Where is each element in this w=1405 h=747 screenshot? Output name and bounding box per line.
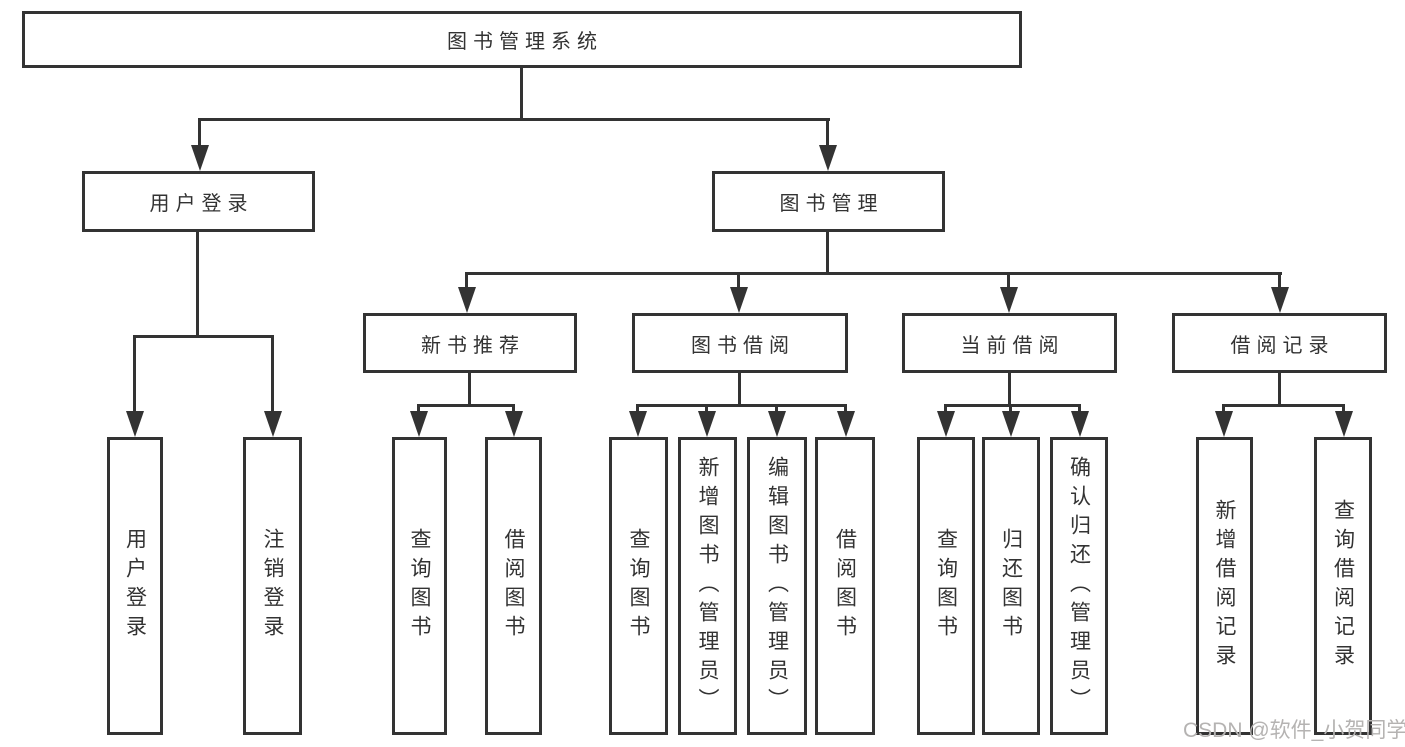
leaf-user-login: 用户登录 [107,437,163,735]
arrow-down-icon [1002,411,1020,437]
leaf-borrow-books-2: 借阅图书 [815,437,875,735]
connector-drop [1278,272,1281,289]
node-label: 归还图书 [999,528,1023,644]
node-user-login-module: 用户登录 [82,171,315,232]
connector-drop [826,118,829,148]
connector-root-stub [520,68,523,121]
node-label: 图书借阅 [691,334,795,357]
node-label: 图书管理系统 [447,31,603,53]
arrow-down-icon [837,411,855,437]
arrow-down-icon [629,411,647,437]
connector-stub [1278,373,1281,407]
connector-drop [512,404,515,413]
arrow-down-icon [191,145,209,171]
node-label: 借阅记录 [1230,334,1335,357]
leaf-logout: 注销登录 [243,437,302,735]
connector-stub [196,232,199,338]
leaf-query-books-3: 查询图书 [917,437,975,735]
connector-stub [468,373,471,407]
connector-level2-rail [465,272,1282,275]
node-label: 当前借阅 [960,334,1065,357]
arrow-down-icon [1335,411,1353,437]
node-label: 新增图书（管理员） [696,455,719,717]
arrow-down-icon [264,411,282,437]
leaf-add-books-admin: 新增图书（管理员） [678,437,737,735]
connector-drop [1007,272,1010,289]
connector-level1-rail [198,118,830,121]
arrow-down-icon [126,411,144,437]
node-label: 查询图书 [934,528,958,644]
node-label: 新增借阅记录 [1213,499,1236,673]
leaf-query-books-2: 查询图书 [609,437,668,735]
arrow-down-icon [1000,287,1018,313]
node-label: 确认归还（管理员） [1067,455,1091,717]
arrow-down-icon [458,287,476,313]
connector-drop [1222,404,1225,413]
leaf-borrow-books-1: 借阅图书 [485,437,542,735]
node-label: 新书推荐 [421,334,525,357]
leaf-query-books-1: 查询图书 [392,437,447,735]
node-borrowing-records: 借阅记录 [1172,313,1387,373]
connector-drop [705,404,708,413]
arrow-down-icon [698,411,716,437]
connector-drop [1009,404,1012,413]
node-label: 用户登录 [149,193,254,215]
node-new-book-recommendation: 新书推荐 [363,313,577,373]
node-label: 编辑图书（管理员） [765,455,789,717]
node-label: 查询图书 [408,528,431,644]
connector-stub [826,232,829,275]
arrow-down-icon [505,411,523,437]
connector-rail [944,404,1081,407]
node-current-borrowing: 当前借阅 [902,313,1117,373]
arrow-down-icon [1215,411,1233,437]
connector-drop [1342,404,1345,413]
leaf-confirm-return-admin: 确认归还（管理员） [1050,437,1108,735]
leaf-edit-books-admin: 编辑图书（管理员） [747,437,807,735]
connector-drop [271,335,274,411]
node-book-borrowing: 图书借阅 [632,313,848,373]
connector-rail [1222,404,1345,407]
arrow-down-icon [1071,411,1089,437]
connector-drop [844,404,847,413]
node-book-management-module: 图书管理 [712,171,945,232]
connector-rail [133,335,274,338]
connector-stub [1008,373,1011,407]
csdn-watermark: CSDN @软件_小贺同学 [1183,719,1405,742]
connector-drop [133,335,136,411]
connector-drop [417,404,420,413]
node-label: 借阅图书 [502,528,525,644]
connector-drop [737,272,740,289]
connector-rail [636,404,847,407]
arrow-down-icon [768,411,786,437]
connector-drop [198,118,201,148]
node-label: 查询图书 [627,528,650,644]
arrow-down-icon [1271,287,1289,313]
arrow-down-icon [937,411,955,437]
leaf-add-borrow-record: 新增借阅记录 [1196,437,1253,735]
node-label: 注销登录 [261,528,284,644]
connector-drop [1078,404,1081,413]
connector-drop [465,272,468,289]
connector-stub [738,373,741,407]
node-label: 用户登录 [123,528,147,644]
leaf-return-books: 归还图书 [982,437,1040,735]
connector-drop [636,404,639,413]
connector-drop [944,404,947,413]
connector-rail [417,404,515,407]
arrow-down-icon [819,145,837,171]
connector-drop [775,404,778,413]
node-label: 图书管理 [779,193,884,215]
node-label: 查询借阅记录 [1331,499,1355,673]
arrow-down-icon [730,287,748,313]
node-root-system: 图书管理系统 [22,11,1022,68]
node-label: 借阅图书 [833,528,857,644]
arrow-down-icon [410,411,428,437]
leaf-query-borrow-record: 查询借阅记录 [1314,437,1372,735]
